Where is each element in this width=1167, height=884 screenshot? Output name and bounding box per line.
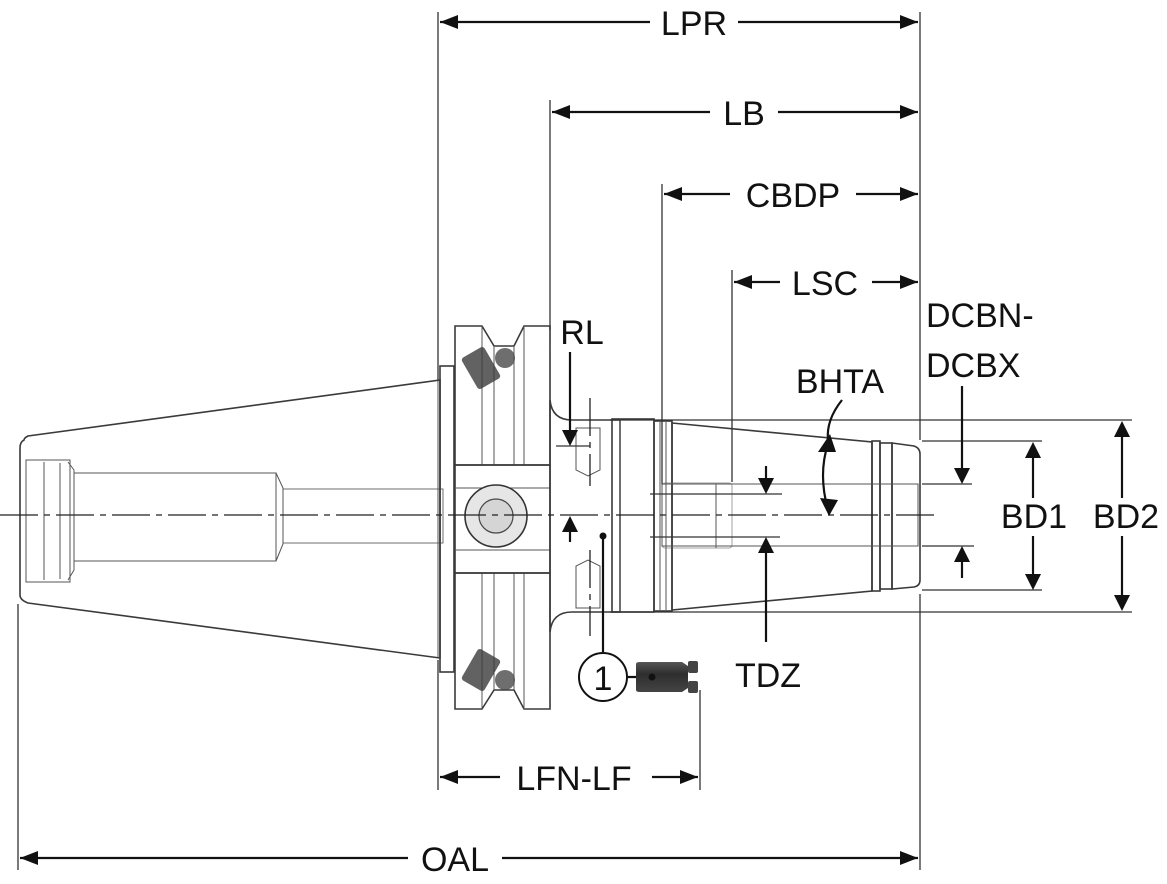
drive-key-top <box>461 347 515 389</box>
dimension-bd2: BD2 <box>1093 421 1159 611</box>
dimension-tdz: TDZ <box>735 466 801 695</box>
dimension-bhta: BHTA <box>796 363 884 516</box>
collet-body <box>549 398 921 636</box>
label-oal: OAL <box>421 841 489 879</box>
label-bd1: BD1 <box>1001 498 1067 536</box>
label-rl: RL <box>560 314 603 352</box>
dimension-lb: LB <box>552 95 918 133</box>
label-lpr: LPR <box>661 5 727 43</box>
dimension-lfn-lf: LFN-LF <box>440 760 698 798</box>
retention-knob-icon <box>636 661 698 693</box>
label-lb: LB <box>723 95 765 133</box>
dimension-lsc: LSC <box>734 265 918 303</box>
dimension-oal: OAL <box>20 841 918 879</box>
label-cbdp: CBDP <box>746 177 840 215</box>
label-dcbx: DCBX <box>926 347 1020 385</box>
label-bhta: BHTA <box>796 363 884 401</box>
callout-number: 1 <box>594 660 613 698</box>
callout-1: 1 <box>578 532 698 702</box>
drive-key-bottom <box>461 649 515 691</box>
label-dcbn: DCBN- <box>926 297 1034 335</box>
label-tdz: TDZ <box>735 657 801 695</box>
dimension-bd1: BD1 <box>1001 442 1067 590</box>
dimension-cbdp: CBDP <box>664 177 918 215</box>
label-lfn-lf: LFN-LF <box>516 760 631 798</box>
label-lsc: LSC <box>792 265 858 303</box>
dimension-rl: RL <box>560 314 604 542</box>
taper-shank <box>19 379 444 659</box>
extension-lines <box>17 12 1132 870</box>
dimension-dcbn-dcbx: DCBN- DCBX <box>926 297 1034 578</box>
dimension-lpr: LPR <box>440 5 918 43</box>
label-bd2: BD2 <box>1093 498 1159 536</box>
flange <box>439 325 551 710</box>
